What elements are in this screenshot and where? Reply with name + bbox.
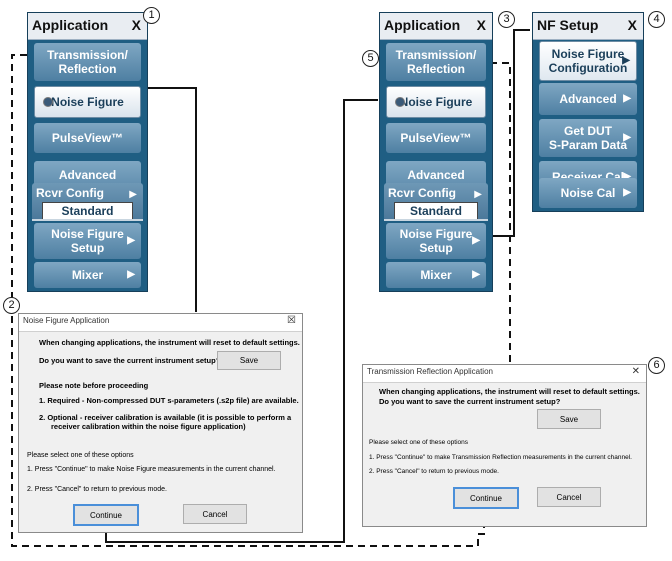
button-label: Noise Figure Configuration <box>548 47 628 75</box>
callout-1: 1 <box>143 7 160 24</box>
divider <box>32 219 143 221</box>
mixer-button[interactable]: Mixer ▶ <box>34 262 141 288</box>
save-button[interactable]: Save <box>217 351 281 370</box>
note-heading: Please note before proceeding <box>39 381 149 390</box>
radio-selected-icon <box>43 97 53 107</box>
button-label: PulseView™ <box>51 131 124 145</box>
callout-6: 6 <box>648 357 665 374</box>
noise-figure-setup-button[interactable]: Noise Figure Setup ▶ <box>34 223 141 259</box>
close-button[interactable]: X <box>131 17 141 33</box>
callout-3: 3 <box>498 11 515 28</box>
noise-figure-button[interactable]: Noise Figure <box>386 86 486 118</box>
cancel-button[interactable]: Cancel <box>183 504 247 524</box>
close-button[interactable]: X <box>627 17 637 33</box>
note-1: 1. Required - Non-compressed DUT s-param… <box>39 396 299 405</box>
transmission-reflection-dialog: Transmission Reflection Application ✕ Wh… <box>362 364 647 527</box>
continue-button[interactable]: Continue <box>73 504 139 526</box>
options-heading: Please select one of these options <box>27 452 134 459</box>
panel-title: Application <box>32 17 109 33</box>
cancel-button[interactable]: Cancel <box>537 487 601 507</box>
dialog-title: Noise Figure Application <box>23 316 110 325</box>
callout-5: 5 <box>362 50 379 67</box>
button-label: Mixer <box>71 268 104 282</box>
option-1: 1. Press "Continue" to make Transmission… <box>369 454 632 461</box>
advanced-button[interactable]: Advanced ▶ <box>539 83 637 115</box>
button-label: Noise Figure <box>51 95 124 109</box>
rcvr-config-button[interactable]: Rcvr Config ▶ Standard <box>384 183 488 221</box>
note-2-continued: receiver calibration within the noise fi… <box>51 422 246 431</box>
button-label: Transmission/ Reflection <box>395 48 477 76</box>
arrow-right-icon: ▶ <box>472 269 480 280</box>
arrow-right-icon: ▶ <box>622 55 630 66</box>
application-menu-2: Application X Transmission/ Reflection N… <box>379 12 493 292</box>
button-label: Noise Figure <box>399 95 473 109</box>
rcvr-config-label: Rcvr Config <box>36 186 105 200</box>
panel-title-bar: NF Setup X <box>533 13 643 40</box>
divider <box>384 219 488 221</box>
dialog-title-bar: Noise Figure Application ☒ <box>19 314 302 332</box>
dialog-question: Do you want to save the current instrume… <box>39 356 221 365</box>
button-label: Mixer <box>420 268 452 282</box>
save-button[interactable]: Save <box>537 409 601 429</box>
mixer-button[interactable]: Mixer ▶ <box>386 262 486 288</box>
panel-title-bar: Application X <box>380 13 492 40</box>
application-menu-1: Application X Transmission/ Reflection N… <box>27 12 148 292</box>
option-2: 2. Press "Cancel" to return to previous … <box>369 468 499 475</box>
button-label: PulseView™ <box>400 131 472 145</box>
arrow-right-icon: ▶ <box>129 189 137 200</box>
transmission-reflection-button[interactable]: Transmission/ Reflection <box>34 43 141 81</box>
arrow-right-icon: ▶ <box>127 235 135 246</box>
panel-title: NF Setup <box>537 17 599 33</box>
dialog-title-bar: Transmission Reflection Application ✕ <box>363 365 646 383</box>
noise-cal-button[interactable]: Noise Cal ▶ <box>539 178 637 208</box>
transmission-reflection-button[interactable]: Transmission/ Reflection <box>386 43 486 81</box>
button-label: Noise Cal <box>560 186 616 200</box>
callout-4: 4 <box>648 11 665 28</box>
noise-figure-button[interactable]: Noise Figure <box>34 86 141 118</box>
button-label: Get DUT S-Param Data <box>548 124 628 152</box>
arrow-right-icon: ▶ <box>127 269 135 280</box>
arrow-right-icon: ▶ <box>623 187 631 198</box>
rcvr-config-value: Standard <box>394 202 478 220</box>
panel-title: Application <box>384 17 461 33</box>
arrow-right-icon: ▶ <box>623 171 631 182</box>
option-2: 2. Press "Cancel" to return to previous … <box>27 486 167 493</box>
pulseview-button[interactable]: PulseView™ <box>386 123 486 153</box>
button-label: Transmission/ Reflection <box>47 48 128 76</box>
noise-figure-setup-button[interactable]: Noise Figure Setup ▶ <box>386 223 486 259</box>
dialog-title: Transmission Reflection Application <box>367 367 493 376</box>
callout-2: 2 <box>3 297 20 314</box>
continue-button[interactable]: Continue <box>453 487 519 509</box>
noise-figure-dialog: Noise Figure Application ☒ When changing… <box>18 313 303 533</box>
close-button[interactable]: X <box>476 17 486 33</box>
panel-title-bar: Application X <box>28 13 147 40</box>
noise-figure-configuration-button[interactable]: Noise Figure Configuration ▶ <box>539 41 637 81</box>
radio-selected-icon <box>395 97 405 107</box>
rcvr-config-button[interactable]: Rcvr Config ▶ Standard <box>32 183 143 221</box>
button-label: Noise Figure Setup <box>51 227 124 255</box>
pulseview-button[interactable]: PulseView™ <box>34 123 141 153</box>
option-1: 1. Press "Continue" to make Noise Figure… <box>27 466 276 473</box>
button-label: Noise Figure Setup <box>399 227 473 255</box>
arrow-right-icon: ▶ <box>472 235 480 246</box>
rcvr-config-value: Standard <box>42 202 133 220</box>
options-heading: Please select one of these options <box>369 439 469 446</box>
arrow-right-icon: ▶ <box>623 93 631 104</box>
arrow-right-icon: ▶ <box>623 132 631 143</box>
note-2: 2. Optional - receiver calibration is av… <box>39 413 292 422</box>
close-icon[interactable]: ☒ <box>287 315 296 326</box>
dialog-message: When changing applications, the instrume… <box>39 338 300 347</box>
nf-setup-menu: NF Setup X Noise Figure Configuration ▶ … <box>532 12 644 212</box>
get-dut-sparam-data-button[interactable]: Get DUT S-Param Data ▶ <box>539 119 637 157</box>
close-icon[interactable]: ✕ <box>631 366 640 377</box>
button-label: Advanced <box>559 92 617 106</box>
arrow-right-icon: ▶ <box>474 189 482 200</box>
dialog-question: Do you want to save the current instrume… <box>379 397 561 406</box>
dialog-message: When changing applications, the instrume… <box>379 387 640 396</box>
rcvr-config-label: Rcvr Config <box>388 186 457 200</box>
